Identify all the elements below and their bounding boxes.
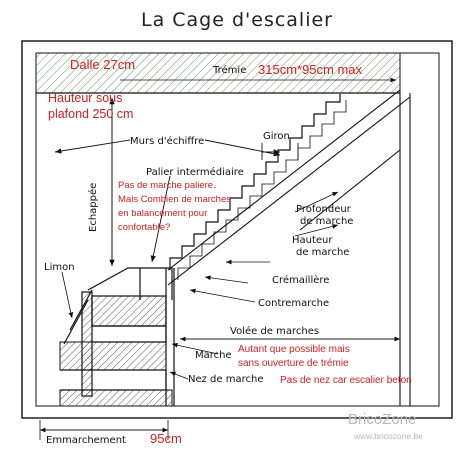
label-volee: Volée de marches (230, 325, 319, 337)
note-palier-4: confortable? (118, 222, 170, 233)
pointer-lines (39, 191, 400, 440)
palier-pointer (150, 175, 171, 263)
note-dalle: Dalle 27cm (70, 57, 135, 72)
label-contremarche: Contremarche (258, 298, 329, 309)
label-profondeur-1: Profondeur (296, 204, 352, 215)
note-nez: Pas de nez car escalier beton (280, 375, 412, 386)
label-marche: Marche (195, 350, 232, 361)
note-tremie-dim: 315cm*95cm max (258, 62, 363, 77)
label-murs-echiffre: Murs d'échiffre (130, 135, 204, 147)
upper-flight (167, 89, 411, 406)
note-palier-2: Mais Combien de marches (118, 194, 231, 205)
note-volee-1: Autant que possible mais (238, 344, 350, 355)
note-emmarchement-dim: 95cm (150, 431, 182, 446)
watermark-url: www.bricozone.be (353, 431, 423, 441)
label-limon: Limon (44, 262, 75, 273)
murs-pointer (54, 139, 281, 157)
ceiling-slab (35, 52, 401, 94)
note-hauteur-plafond-2: plafond 250 cm (48, 107, 133, 121)
note-volee-2: sans ouverture de trémie (238, 358, 349, 369)
label-palier: Palier intermédiaire (146, 166, 244, 178)
label-hauteur-2: de marche (296, 247, 349, 258)
label-hauteur-1: Hauteur (292, 235, 333, 246)
note-hauteur-plafond-1: Hauteur sous (48, 91, 122, 105)
watermark-brand: BricoZone (348, 411, 416, 428)
label-profondeur-2: de marche (300, 216, 353, 227)
label-echappee: Echappée (87, 183, 99, 232)
label-nez: Nez de marche (188, 374, 264, 385)
note-palier-3: en balancement pour (118, 208, 207, 219)
label-tremie: Trémie (212, 64, 246, 76)
diagram-title: La Cage d'escalier (141, 9, 333, 31)
lower-stairs (59, 267, 175, 407)
giron-marker (261, 143, 299, 160)
label-giron: Giron (263, 131, 290, 142)
note-palier-1: Pas de marche paliere. (118, 180, 216, 191)
label-emmarchement: Emmarchement (46, 435, 126, 446)
label-cremaillere: Crémaillère (272, 274, 329, 286)
